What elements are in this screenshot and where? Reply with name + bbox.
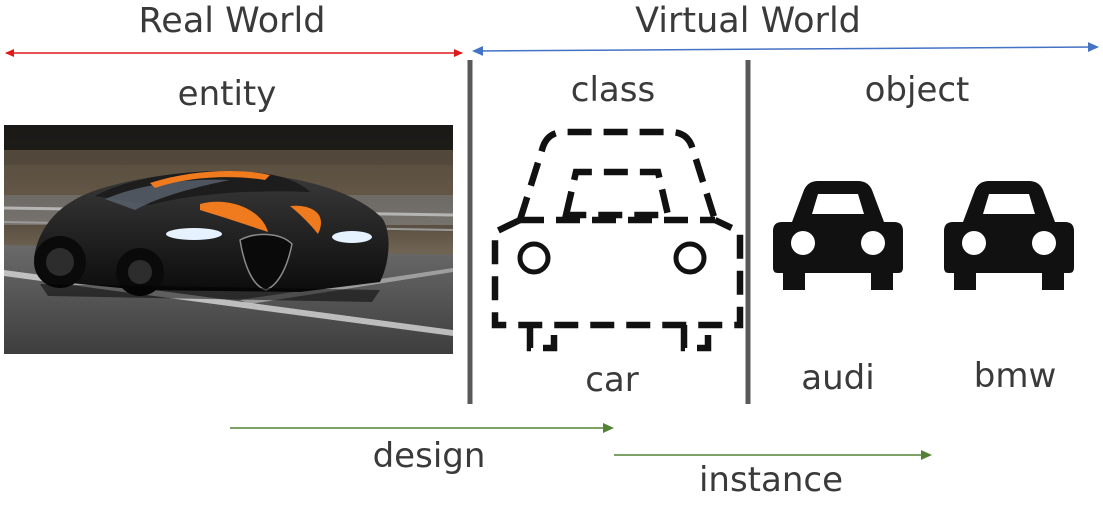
object-name-bmw: bmw: [973, 356, 1057, 396]
dashed-car-outline-icon: [491, 128, 744, 352]
class-wheel-left-icon: [517, 241, 551, 275]
entity-label: entity: [177, 74, 277, 114]
virtual-world-arrow: [472, 42, 1099, 56]
real-world-title: Real World: [138, 1, 326, 41]
class-wheel-right-icon: [673, 241, 707, 275]
object-name-audi: audi: [801, 358, 875, 398]
design-label: design: [372, 436, 486, 476]
class-label: class: [570, 70, 656, 110]
instance-label: instance: [698, 460, 844, 500]
class-name-car: car: [585, 360, 639, 400]
sports-car-photo: [3, 125, 454, 354]
car-icon-audi: [773, 181, 903, 290]
virtual-world-title: Virtual World: [635, 1, 861, 41]
car-icon-bmw: [944, 181, 1074, 290]
object-label: object: [864, 70, 970, 110]
